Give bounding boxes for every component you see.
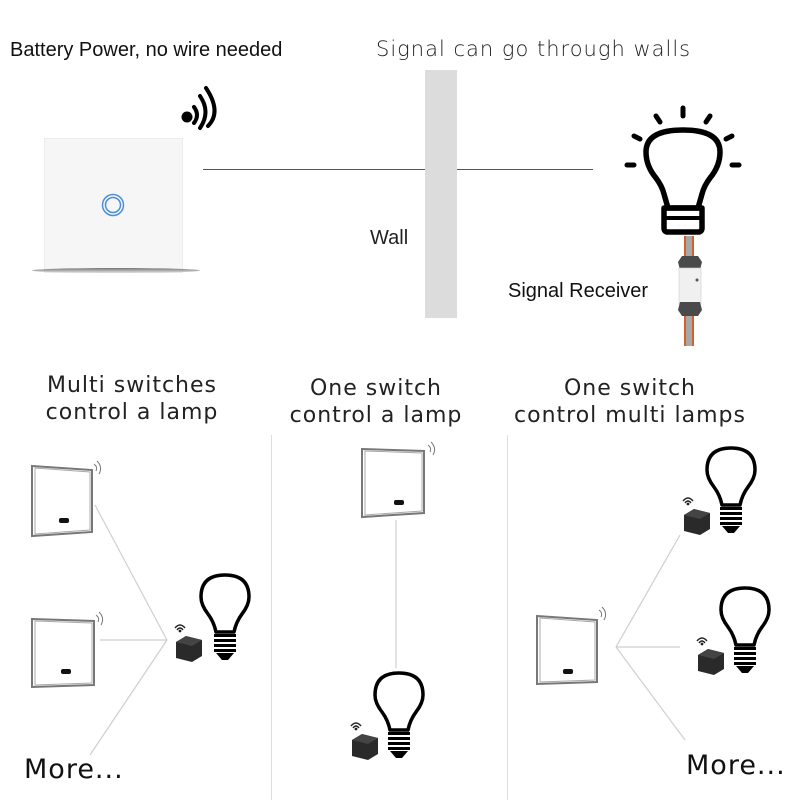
section-title-line2: control multi lamps [514, 403, 746, 428]
section-multi-lamps-title: One switch control multi lamps [510, 375, 750, 429]
wall-switch-panel [31, 460, 102, 538]
more-label: More... [686, 750, 786, 781]
receiver-module-icon [682, 497, 710, 535]
connector-line [94, 504, 168, 641]
section-divider [507, 435, 508, 800]
lamp-icon [199, 573, 251, 660]
section-multi-switches-title: Multi switches control a lamp [22, 372, 242, 426]
wall-switch-panel [536, 606, 607, 686]
connector-line [89, 639, 168, 756]
lightbulb-icon [624, 105, 742, 235]
more-label: More... [24, 754, 124, 785]
section-title-line1: One switch [309, 376, 443, 401]
wall [425, 70, 457, 318]
connector-line [615, 646, 686, 741]
receiver-module-icon [174, 624, 202, 662]
section-title-line2: control a lamp [45, 400, 219, 425]
wall-switch-panel [31, 611, 104, 689]
battery-power-label: Battery Power, no wire needed [10, 39, 283, 61]
touch-button-icon[interactable] [100, 192, 126, 218]
lamp-icon [719, 586, 771, 673]
section-title-line1: One switch [563, 376, 697, 401]
wifi-signal-icon [181, 86, 217, 130]
section-title-line2: control a lamp [289, 403, 463, 428]
connector-line [615, 534, 681, 648]
section-title-line1: Multi switches [47, 373, 217, 398]
receiver-module-icon [696, 637, 724, 675]
lamp-icon [705, 446, 757, 533]
walls-label: Signal can go through walls [376, 37, 692, 61]
signal-line [203, 169, 593, 170]
signal-receiver-label: Signal Receiver [508, 280, 649, 302]
section-one-switch-title: One switch control a lamp [276, 375, 476, 429]
touch-switch-panel [44, 138, 183, 273]
wall-switch-panel [361, 441, 436, 519]
lamp-icon [373, 671, 425, 758]
signal-receiver-module [678, 236, 702, 346]
wall-label: Wall [370, 227, 409, 249]
switch-shadow [32, 268, 200, 273]
section-divider [271, 435, 272, 800]
receiver-module-icon [350, 722, 378, 760]
